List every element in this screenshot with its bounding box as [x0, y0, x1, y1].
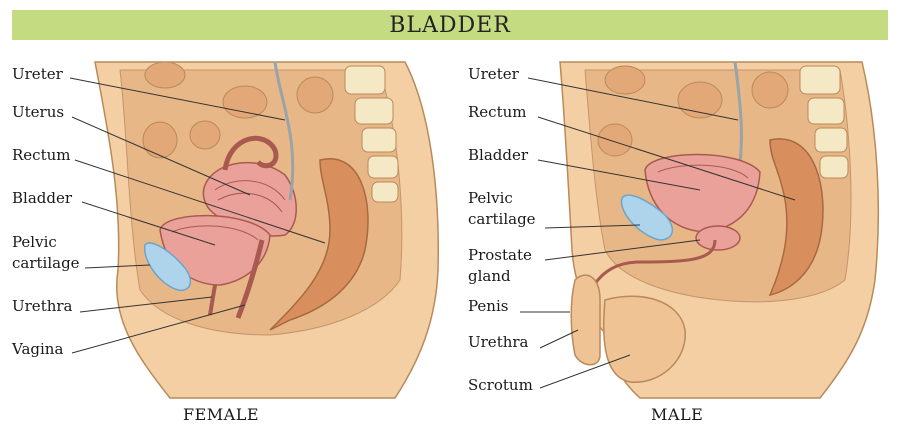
female-label-bladder: Bladder	[12, 189, 73, 207]
male-intestines	[597, 65, 789, 157]
female-figure	[69, 61, 439, 399]
female-pelvic-cartilage	[143, 242, 192, 291]
male-rectum	[768, 138, 824, 297]
female-label-ureter: Ureter	[12, 65, 63, 83]
female-vagina	[235, 239, 265, 319]
male-figure	[520, 61, 880, 399]
title-bar: BLADDER	[12, 10, 888, 40]
male-label-prostate: Prostate	[468, 246, 532, 264]
male-label-gland: gland	[468, 267, 511, 285]
male-label-urethra: Urethra	[468, 333, 529, 351]
male-label-rectum: Rectum	[468, 103, 527, 121]
female-leader-lines	[69, 77, 326, 354]
male-label-bladder: Bladder	[468, 146, 529, 164]
male-prostate	[695, 225, 741, 251]
female-rectum	[269, 157, 369, 331]
male-label-cartilage: cartilage	[468, 210, 536, 228]
female-ureter	[273, 61, 295, 201]
male-penis	[570, 274, 601, 366]
female-caption: FEMALE	[183, 405, 260, 424]
female-label-rectum: Rectum	[12, 146, 71, 164]
female-label-cartilage: cartilage	[12, 254, 80, 272]
female-urethra	[208, 284, 217, 316]
female-label-pelvic: Pelvic	[12, 233, 57, 251]
male-spine	[799, 65, 849, 179]
female-label-uterus: Uterus	[12, 103, 65, 121]
male-scrotum	[602, 295, 686, 383]
male-leader-lines	[520, 77, 796, 389]
male-label-penis: Penis	[468, 297, 509, 315]
male-pelvic-cartilage	[620, 194, 674, 241]
male-caption: MALE	[651, 405, 704, 424]
diagram-title: BLADDER	[389, 12, 511, 38]
male-label-ureter: Ureter	[468, 65, 519, 83]
female-label-vagina: Vagina	[12, 340, 64, 358]
female-spine	[344, 65, 399, 203]
female-label-urethra: Urethra	[12, 297, 73, 315]
male-label-pelvic: Pelvic	[468, 189, 513, 207]
male-label-scrotum: Scrotum	[468, 376, 533, 394]
